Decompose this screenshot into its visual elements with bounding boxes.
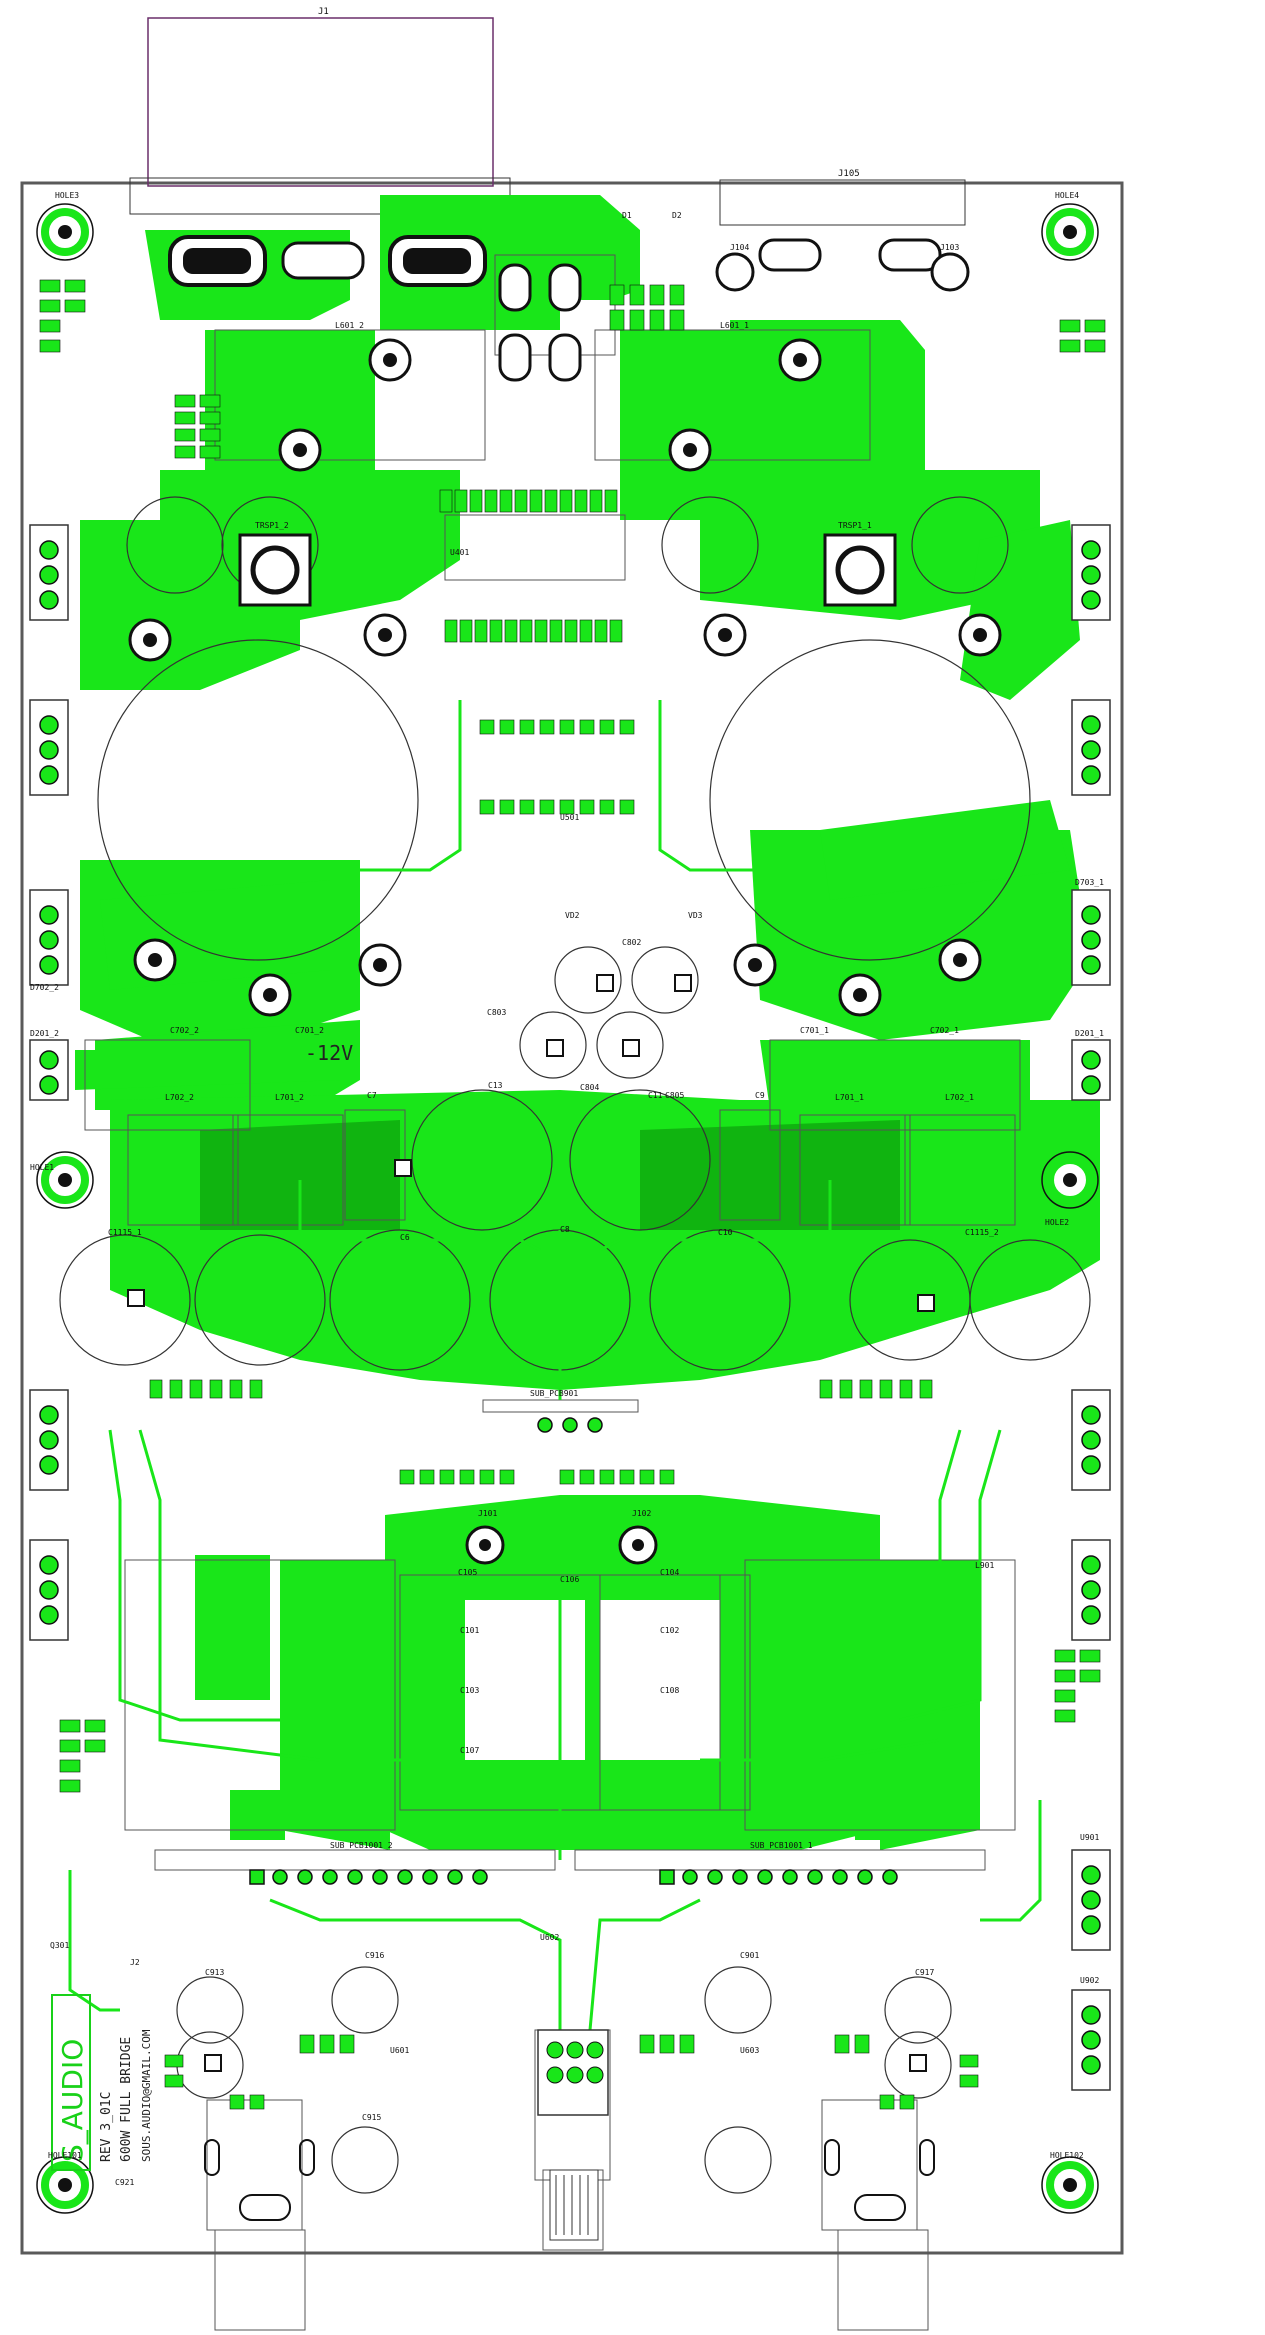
label-c105: C105 xyxy=(458,1568,477,1577)
label-c1115-1: C1115_1 xyxy=(108,1228,142,1237)
label-trsp1-1: TRSP1_1 xyxy=(838,521,872,530)
board-model: 600W FULL BRIDGE xyxy=(119,2037,134,2162)
label-vd3: VD3 xyxy=(688,911,703,920)
label-c803: C803 xyxy=(487,1008,506,1017)
square-pads xyxy=(127,974,935,2072)
label-c701-2: C701_2 xyxy=(295,1026,324,1035)
label-u603: U603 xyxy=(740,2046,759,2055)
label-c104: C104 xyxy=(660,1568,679,1577)
label-l901: L901 xyxy=(975,1561,994,1570)
label-c805: C805 xyxy=(665,1091,684,1100)
label-c9: C9 xyxy=(755,1091,765,1100)
label-hole2: HOLE2 xyxy=(1045,1218,1069,1227)
label-hole1: HOLE1 xyxy=(30,1163,54,1172)
label-u902: U902 xyxy=(1080,1976,1099,1985)
label-d1: D1 xyxy=(622,211,632,220)
board-email: SOUS.AUDIO@GMAIL.COM xyxy=(140,2029,153,2162)
label-u501: U501 xyxy=(560,813,579,822)
label-hole101: HOLE101 xyxy=(48,2151,82,2160)
label-d201-2: D201_2 xyxy=(30,1029,59,1038)
label-j105: J105 xyxy=(838,169,860,179)
label-sub-pcb1001-2: SUB_PCB1001_2 xyxy=(330,1841,393,1850)
label-hole3: HOLE3 xyxy=(55,191,79,200)
label-u601: U601 xyxy=(390,2046,409,2055)
brand-name: S_AUDIO xyxy=(56,2039,89,2162)
label-c913: C913 xyxy=(205,1968,224,1977)
voltage-label: -12V xyxy=(305,1041,353,1065)
label-d2: D2 xyxy=(672,211,682,220)
label-vd2: VD2 xyxy=(565,911,580,920)
label-l601-1: L601_1 xyxy=(720,321,749,330)
label-c106: C106 xyxy=(560,1575,579,1584)
label-c103: C103 xyxy=(460,1686,479,1695)
label-c921: C921 xyxy=(115,2178,134,2187)
label-j1: J1 xyxy=(318,7,329,17)
edge-terminals xyxy=(29,524,1111,2091)
potentiometer xyxy=(537,2029,609,2241)
label-hole4: HOLE4 xyxy=(1055,191,1079,200)
thru-hole-pads xyxy=(128,338,1002,1565)
label-c802: C802 xyxy=(622,938,641,947)
label-c102: C102 xyxy=(660,1626,679,1635)
label-sub-pcb1001-1: SUB_PCB1001_1 xyxy=(750,1841,813,1850)
label-d702-2: D702_2 xyxy=(30,983,59,992)
label-l601-2: L601_2 xyxy=(335,321,364,330)
label-c107: C107 xyxy=(460,1746,479,1755)
label-c901: C901 xyxy=(740,1951,759,1960)
label-c1115-2: C1115_2 xyxy=(965,1228,999,1237)
label-j104: J104 xyxy=(730,243,749,252)
traces xyxy=(68,700,1042,2031)
silkscreen-labels: HOLE3 HOLE4 HOLE1 HOLE2 HOLE101 HOLE102 … xyxy=(30,191,1104,2187)
label-l701-1: L701_1 xyxy=(835,1093,864,1102)
label-l702-1: L702_1 xyxy=(945,1093,974,1102)
label-u401: U401 xyxy=(450,548,469,557)
label-c917: C917 xyxy=(915,1968,934,1977)
brand-block: S_AUDIO REV 3_01C 600W FULL BRIDGE SOUS.… xyxy=(51,1994,153,2171)
label-c11: C11 xyxy=(648,1091,663,1100)
label-l701-2: L701_2 xyxy=(275,1093,304,1102)
input-jacks xyxy=(204,2139,935,2221)
label-u602: U602 xyxy=(540,1933,559,1942)
label-j103: J103 xyxy=(940,243,959,252)
connector-j105 xyxy=(719,179,966,226)
label-c8: C8 xyxy=(560,1225,570,1234)
label-j102: J102 xyxy=(632,1509,651,1518)
power-slots xyxy=(168,235,970,382)
label-u901: U901 xyxy=(1080,1833,1099,1842)
label-c804: C804 xyxy=(580,1083,599,1092)
board-outline xyxy=(20,181,1124,2255)
label-d703-1: D703_1 xyxy=(1075,878,1104,887)
label-q301: Q301 xyxy=(50,1941,69,1950)
label-c7: C7 xyxy=(367,1091,377,1100)
label-sub-pcb901: SUB_PCB901 xyxy=(530,1389,578,1398)
label-c6: C6 xyxy=(400,1233,410,1242)
copper-pours xyxy=(75,195,1100,1850)
label-c10: C10 xyxy=(718,1228,733,1237)
label-l702-2: L702_2 xyxy=(165,1093,194,1102)
label-d201-1: D201_1 xyxy=(1075,1029,1104,1038)
label-c702-2: C702_2 xyxy=(170,1026,199,1035)
label-c13: C13 xyxy=(488,1081,503,1090)
mounting-holes xyxy=(36,203,1099,2214)
label-c101: C101 xyxy=(460,1626,479,1635)
label-j101: J101 xyxy=(478,1509,497,1518)
label-c108: C108 xyxy=(660,1686,679,1695)
label-trsp1-2: TRSP1_2 xyxy=(255,521,289,530)
label-j2: J2 xyxy=(130,1958,140,1967)
label-c915: C915 xyxy=(362,2113,381,2122)
header-pins xyxy=(249,1417,898,1885)
board-revision: REV 3_01C xyxy=(99,2092,114,2162)
smd-pads xyxy=(39,279,1106,2110)
copper-voids xyxy=(465,1600,720,1760)
connector-j1 xyxy=(147,17,494,187)
transformer-pads xyxy=(238,533,897,607)
label-c916: C916 xyxy=(365,1951,384,1960)
label-hole102: HOLE102 xyxy=(1050,2151,1084,2160)
label-c701-1: C701_1 xyxy=(800,1026,829,1035)
label-c702-1: C702_1 xyxy=(930,1026,959,1035)
